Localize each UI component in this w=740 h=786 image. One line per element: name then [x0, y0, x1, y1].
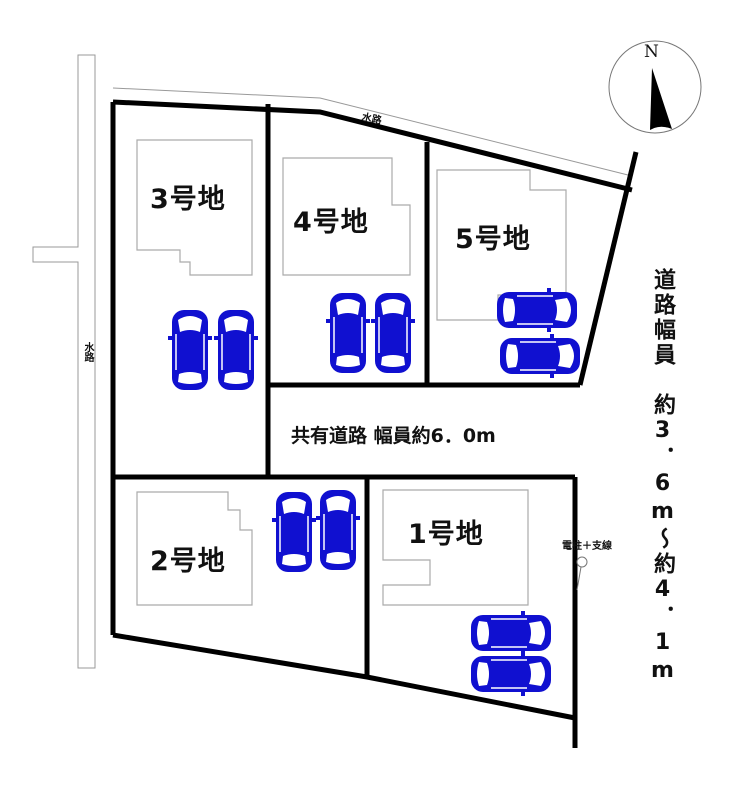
car-icon-lot3 [213, 309, 259, 391]
utility-pole-label: 電柱＋支線 [562, 541, 612, 552]
car-icon-lot5 [499, 333, 581, 379]
car-icon-lot3 [167, 309, 213, 391]
waterway-left-label: 水路 [82, 342, 93, 362]
car-icon-lot5 [496, 287, 578, 333]
car-icon-lot4 [370, 292, 416, 374]
house-outline-lot3 [136, 139, 253, 276]
car-icon-lot2 [315, 489, 361, 571]
car-icon-lot4 [325, 292, 371, 374]
compass-north-label: N [644, 42, 659, 62]
utility-pole-icon [576, 556, 588, 591]
north-arrow-icon [650, 68, 672, 130]
lot-2-label: 2号地 [150, 546, 226, 577]
lot-boundaries [110, 99, 639, 748]
shared-road-label: 共有道路 幅員約6．0m [291, 425, 496, 447]
waterway-left [32, 54, 96, 669]
compass [608, 40, 702, 134]
house-outline-lot1 [382, 489, 529, 606]
lot-5-label: 5号地 [455, 224, 531, 255]
car-icon-lot1 [470, 651, 552, 697]
front-road-width-label: 道路幅員 約3．6m～約4．1m [650, 268, 675, 686]
car-icon-lot1 [470, 610, 552, 656]
waterway-top [112, 87, 633, 177]
lot-4-label: 4号地 [293, 207, 369, 238]
house-outline-lot2 [136, 491, 253, 606]
car-icon-lot2 [271, 491, 317, 573]
lot-1-label: 1号地 [408, 519, 484, 550]
house-outline-lot4 [282, 157, 411, 276]
parking-cars [167, 287, 581, 697]
lot-3-label: 3号地 [150, 184, 226, 215]
